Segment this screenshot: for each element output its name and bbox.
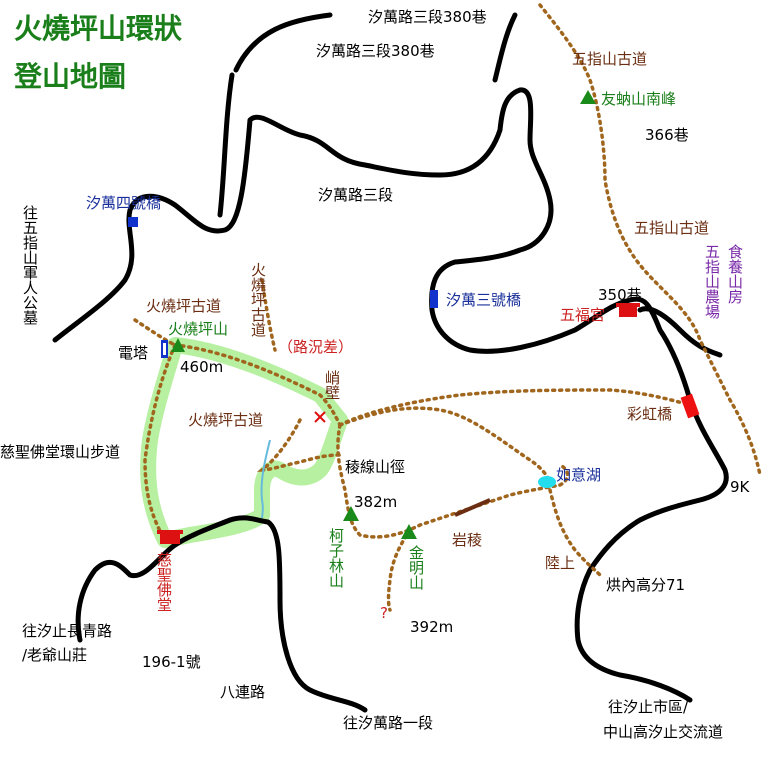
label-to-wanroad1: 往汐萬路一段 — [343, 714, 433, 732]
ruyi-lake-shape — [538, 476, 556, 488]
label-cisheng-trail: 慈聖佛堂環山步道 — [0, 443, 120, 461]
label-tower: 電塔 — [118, 344, 148, 362]
map-title-line1: 火燒坪山環狀 — [14, 12, 182, 45]
trail-loop-east — [173, 343, 342, 427]
label-9k: 9K — [730, 478, 751, 496]
label-laoye: /老爺山莊 — [22, 646, 87, 664]
trail-huoshao-upper — [133, 318, 177, 347]
label-huoshao-trail-lower: 火燒坪古道 — [188, 411, 263, 429]
wufu-temple-icon — [616, 303, 640, 317]
temple-icon — [157, 530, 183, 544]
label-road-380-top: 汐萬路三段380巷 — [368, 8, 487, 26]
trail-lushang — [548, 488, 602, 577]
trail-north-east — [338, 388, 692, 427]
road-main — [52, 87, 729, 703]
trail-to-lake — [338, 406, 552, 487]
label-restaurant: 食養山房 — [726, 244, 744, 304]
label-unknown: ? — [380, 604, 388, 622]
label-road-bad: （路況差） — [278, 338, 353, 356]
label-bridge-3: 汐萬三號橋 — [446, 291, 521, 309]
label-balian-road: 八連路 — [220, 683, 265, 701]
stream — [260, 439, 271, 519]
youna-peak-icon — [580, 90, 596, 104]
trail-ridge — [336, 423, 570, 539]
huoshao-peak-icon — [171, 338, 185, 352]
label-to-interchange: 中山高汐止交流道 — [603, 723, 723, 741]
label-elev-382: 382m — [354, 493, 397, 511]
trail-jinming-south — [386, 528, 412, 612]
rock-ridge-segment — [454, 498, 491, 517]
loop-highlight — [140, 337, 348, 548]
bridge-4-icon — [128, 217, 138, 227]
label-ruyi-lake: 如意湖 — [556, 466, 601, 484]
jinming-peak-icon — [401, 524, 417, 539]
cross-mark-icon — [314, 411, 326, 423]
label-huoshao-trail-upper: 火燒坪古道 — [146, 297, 221, 315]
map-title-line2: 登山地圖 — [13, 60, 126, 93]
label-cisheng-temple: 慈聖佛堂 — [155, 552, 173, 612]
label-lane-366: 366巷 — [645, 126, 689, 144]
label-youna-peak: 友蚋山南峰 — [601, 90, 676, 108]
label-wuzhishan-trail-top: 五指山古道 — [572, 50, 647, 68]
label-road-380: 汐萬路三段380巷 — [316, 42, 435, 60]
label-to-changqing: 往汐止長青路 — [22, 622, 112, 640]
label-cliff: 峭壁 — [323, 370, 341, 400]
rainbow-bridge-icon — [680, 393, 700, 419]
label-farm: 五指山農場 — [703, 244, 721, 319]
trail-wuzhishan — [538, 3, 762, 477]
trail-loop-west — [143, 343, 177, 542]
label-lushang: 陸上 — [545, 554, 575, 572]
label-rock-ridge: 岩稜 — [452, 531, 482, 549]
road-west — [75, 515, 368, 713]
trail-lower-loop — [256, 418, 342, 472]
label-road-3: 汐萬路三段 — [318, 186, 393, 204]
road-lane350 — [637, 306, 723, 358]
bridge-3-icon — [430, 290, 438, 308]
label-wufu-temple: 五福宮 — [560, 306, 605, 324]
label-rainbow-bridge: 彩虹橋 — [627, 405, 672, 423]
label-elev-460: 460m — [180, 358, 223, 376]
label-to-xizhi-city: 往汐止市區/ — [608, 698, 689, 716]
label-hongnei: 烘內高分71 — [606, 576, 685, 594]
roads — [52, 12, 729, 713]
kezilin-peak-icon — [343, 506, 359, 521]
label-lane-350: 350巷 — [598, 286, 642, 304]
label-jinming-peak: 金明山 — [407, 545, 425, 590]
label-wuzhishan-trail: 五指山古道 — [634, 219, 709, 237]
label-to-cemetery: 往五指山軍人公墓 — [21, 205, 39, 325]
trail-huoshao-vertical — [260, 278, 277, 352]
trails — [133, 3, 762, 612]
road-upper — [217, 12, 333, 218]
label-no-196: 196-1號 — [142, 653, 201, 671]
road-380-upper — [492, 12, 518, 83]
label-ridge-trail: 稜線山徑 — [345, 458, 405, 476]
label-bridge-4: 汐萬四號橋 — [86, 194, 161, 212]
label-huoshao-trail-vertical: 火燒坪古道 — [249, 262, 267, 337]
highlight-loop — [140, 337, 348, 548]
tower-icon — [161, 340, 168, 358]
label-kezilin-peak: 柯子林山 — [327, 528, 345, 588]
label-huoshao-peak: 火燒坪山 — [168, 320, 228, 338]
label-elev-392: 392m — [410, 618, 453, 636]
